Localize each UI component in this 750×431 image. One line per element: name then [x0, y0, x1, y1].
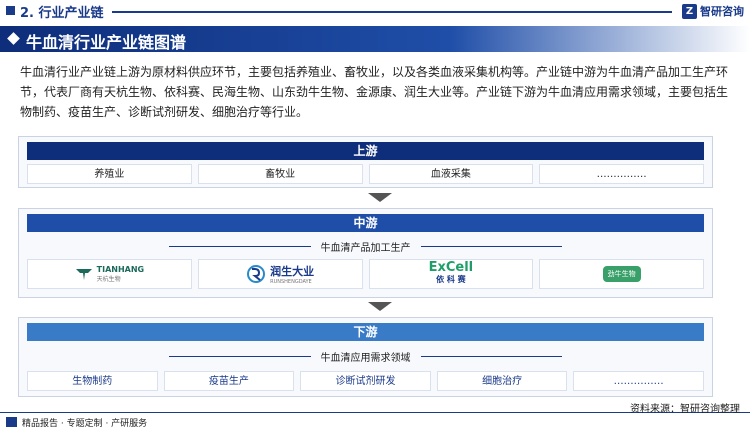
downstream-item: 细胞治疗 — [436, 371, 568, 391]
intro-paragraph: 牛血清行业产业链上游为原材料供应环节，主要包括养殖业、畜牧业，以及各类血液采集机… — [20, 65, 729, 119]
header-divider — [112, 11, 672, 13]
upstream-header: 上游 — [27, 142, 704, 160]
title-bar: 牛血清行业产业链图谱 — [0, 26, 750, 52]
upstream-block: 上游 养殖业 畜牧业 血液采集 …………… — [18, 136, 713, 188]
runsheng-logo: 润生大业 RUNSHENGDAYE — [197, 259, 363, 289]
section-marker-icon — [6, 6, 15, 15]
tianhang-logo: TIANHANG 天杭生物 — [27, 259, 192, 289]
upstream-item: 血液采集 — [368, 164, 534, 184]
section-title: 2. 行业产业链 — [20, 6, 104, 21]
jinniu-logo: 劲牛生物 — [539, 259, 704, 289]
downstream-item: 生物制药 — [27, 371, 158, 391]
tianhang-mark-icon — [75, 269, 92, 280]
brand-mark-icon: Z — [682, 3, 697, 19]
brand-logo: Z 智研咨询 — [682, 3, 744, 19]
downstream-item: …………… — [573, 371, 704, 391]
midstream-block: 中游 牛血清产品加工生产 TIANHANG 天杭生物 润生大业 RUNSHENG… — [18, 208, 713, 298]
page-title: 牛血清行业产业链图谱 — [26, 33, 187, 52]
midstream-header: 中游 — [27, 214, 704, 232]
downstream-item: 疫苗生产 — [163, 371, 295, 391]
midstream-subtitle: 牛血清产品加工生产 — [19, 239, 712, 254]
arrow-down-icon — [368, 193, 392, 202]
runsheng-mark-icon — [247, 265, 266, 283]
footer-tagline: 精品报告 · 专题定制 · 产研服务 — [22, 419, 148, 429]
top-header: 2. 行业产业链 Z 智研咨询 — [0, 0, 750, 22]
source-note: 资料来源：智研咨询整理 — [630, 404, 740, 415]
downstream-subtitle: 牛血清应用需求领域 — [19, 349, 712, 364]
downstream-block: 下游 牛血清应用需求领域 生物制药 疫苗生产 诊断试剂研发 细胞治疗 …………… — [18, 317, 713, 397]
upstream-item: 养殖业 — [27, 164, 192, 184]
diamond-icon — [7, 32, 20, 45]
downstream-header: 下游 — [27, 323, 704, 341]
upstream-item: …………… — [539, 164, 704, 184]
footer: 精品报告 · 专题定制 · 产研服务 资料来源：智研咨询整理 — [0, 404, 750, 431]
upstream-item: 畜牧业 — [197, 164, 363, 184]
arrow-down-icon — [368, 302, 392, 311]
brand-name: 智研咨询 — [700, 5, 744, 18]
footer-logo-icon — [6, 417, 17, 427]
footer-divider — [0, 412, 750, 413]
downstream-item: 诊断试剂研发 — [300, 371, 431, 391]
